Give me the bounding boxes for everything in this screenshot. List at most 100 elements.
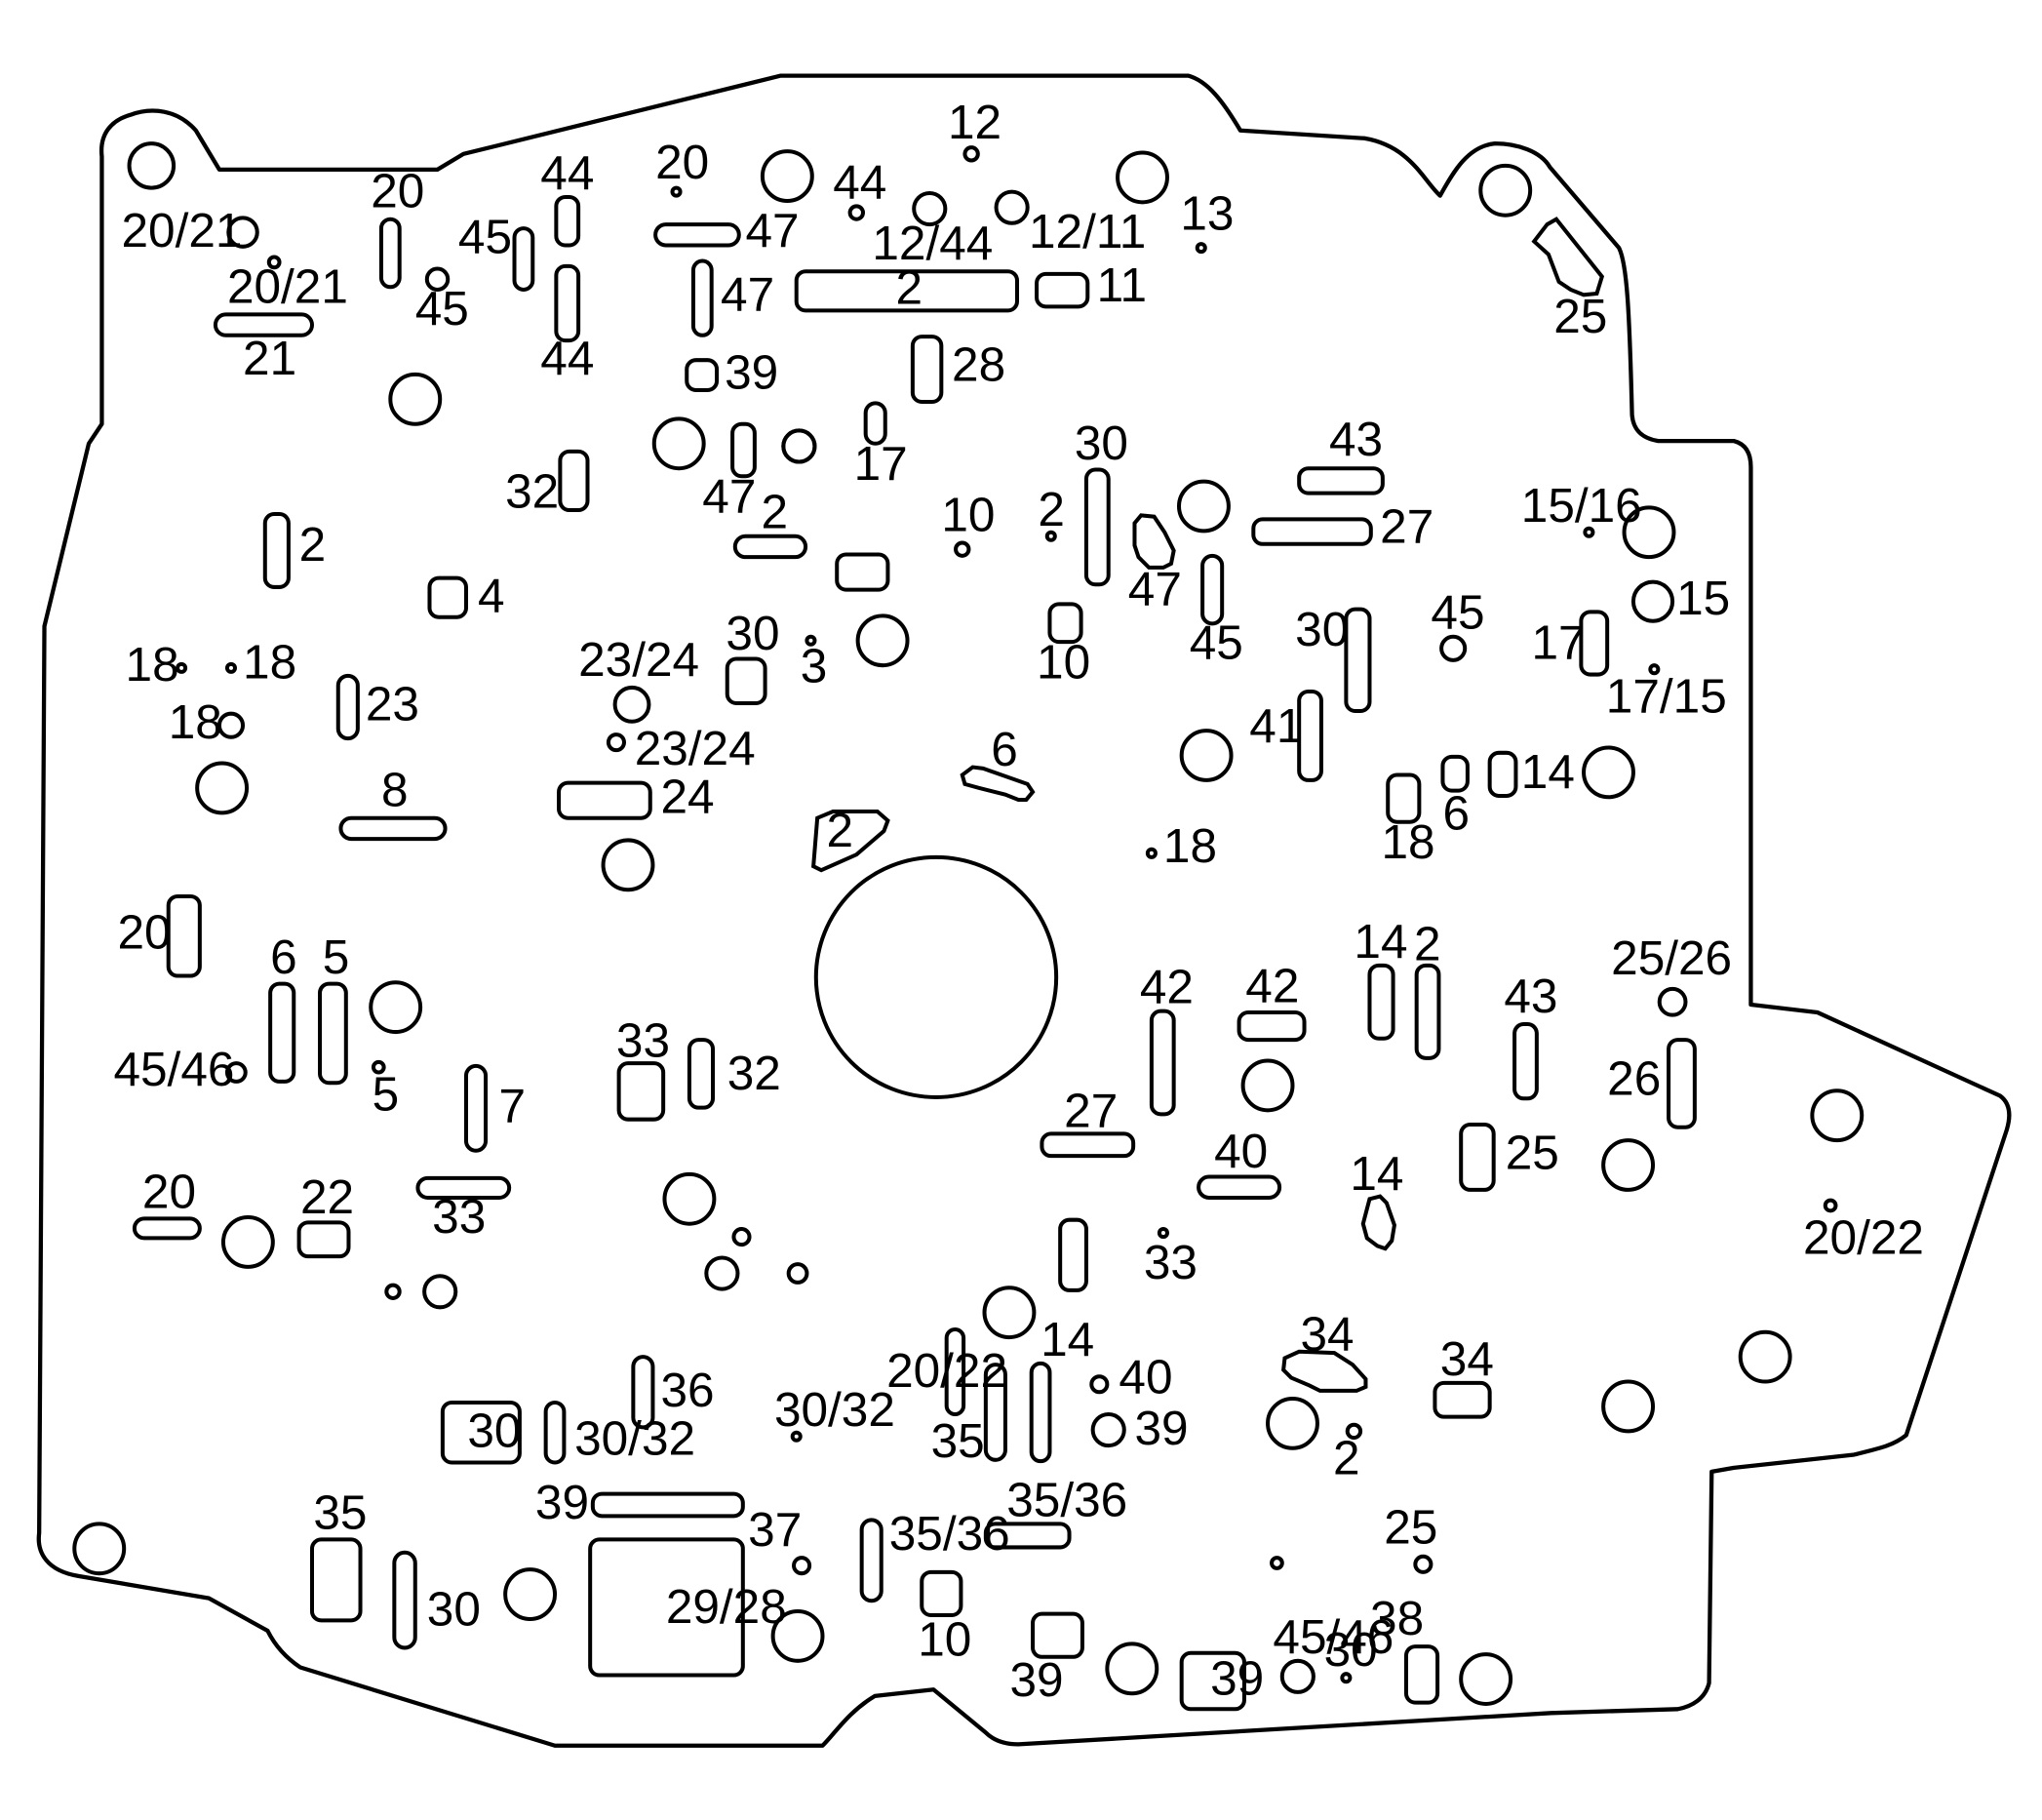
hole (72, 1522, 127, 1576)
callout-label: 18 (1163, 819, 1217, 873)
hole (424, 266, 451, 292)
callout-label: 21 (243, 332, 296, 385)
hole (912, 190, 948, 227)
callout-label: 39 (1010, 1653, 1064, 1707)
hole (224, 1061, 248, 1084)
hole (195, 761, 250, 815)
callout-label: 17 (854, 437, 908, 491)
slot (690, 258, 714, 337)
slot (920, 1569, 963, 1617)
callout-label: 45 (1431, 586, 1484, 640)
hole (371, 1059, 386, 1075)
callout-label: 2 (895, 261, 923, 315)
callout-label: 30 (427, 1583, 481, 1637)
hole (1582, 745, 1635, 800)
slot (983, 1363, 1007, 1462)
hole (994, 189, 1030, 225)
hole (792, 1556, 812, 1576)
slot (983, 1522, 1072, 1550)
callout-label: 10 (918, 1612, 971, 1666)
callout-label: 29/28 (666, 1580, 787, 1634)
port (1281, 1349, 1368, 1393)
hole (651, 416, 706, 471)
slot (335, 673, 360, 741)
callout-label: 36 (660, 1364, 714, 1417)
slot (859, 1518, 884, 1603)
callout-label: 44 (540, 332, 594, 385)
slot (1433, 1380, 1492, 1419)
callout-label: 41 (1249, 699, 1303, 753)
callout-label: 14 (1521, 745, 1575, 799)
slot (653, 222, 741, 248)
hole (1810, 1088, 1865, 1143)
callout-label: 20/22 (1803, 1210, 1924, 1264)
slot (1579, 610, 1610, 677)
slot (1344, 607, 1372, 714)
callout-label: 45 (1190, 616, 1243, 670)
callout-label: 5 (323, 930, 350, 984)
callout-label: 35 (313, 1486, 367, 1540)
slot (1179, 1650, 1246, 1712)
callout-label: 10 (1037, 636, 1090, 690)
slot (687, 1038, 716, 1110)
hole (369, 980, 423, 1035)
callout-label: 7 (498, 1079, 526, 1132)
callout-label: 40 (1214, 1125, 1268, 1178)
slot (1414, 963, 1441, 1060)
callout-label: 37 (748, 1503, 802, 1557)
callout-label: 30 (1324, 1623, 1378, 1677)
slot (863, 401, 887, 446)
slot (1512, 1022, 1539, 1101)
slot (557, 780, 652, 820)
slot (685, 358, 720, 392)
callout-label: 35 (931, 1414, 985, 1468)
hole (1601, 1138, 1656, 1192)
callout-label: 18 (1382, 815, 1435, 869)
hole (384, 1283, 402, 1300)
callout-label: 33 (432, 1190, 486, 1244)
hole (226, 216, 259, 249)
plate-outline (36, 73, 2012, 1748)
slot (132, 1216, 202, 1241)
hole (1089, 1374, 1110, 1395)
callout-label: 12 (948, 96, 1001, 149)
callout-label: 28 (952, 338, 1005, 392)
hole (1270, 1556, 1284, 1570)
callout-label: 27 (1380, 499, 1433, 553)
callout-label: 10 (941, 488, 995, 541)
hole (1657, 986, 1688, 1017)
callout-label: 8 (381, 764, 409, 817)
callout-label: 20/21 (227, 259, 348, 313)
callout-label: 30/32 (574, 1411, 695, 1465)
hole (422, 1274, 458, 1310)
callout-label: 39 (535, 1476, 589, 1529)
port (1132, 513, 1176, 570)
callout-label: 39 (1210, 1652, 1264, 1706)
slot (1047, 602, 1083, 645)
hole (1583, 526, 1595, 538)
hole (266, 255, 282, 270)
hole (1240, 1058, 1295, 1113)
slot (616, 1061, 666, 1122)
callout-label: 43 (1329, 413, 1383, 466)
callout-label: 30/32 (774, 1383, 895, 1437)
slot (554, 194, 581, 248)
slot (1386, 772, 1422, 824)
callout-label: 2 (827, 804, 854, 857)
hole (1090, 1411, 1126, 1448)
callout-label: 2 (1038, 483, 1065, 536)
slot (1197, 1174, 1282, 1200)
callout-label: 23/24 (635, 722, 756, 775)
callout-label: 39 (1134, 1402, 1188, 1455)
callout-label: 5 (373, 1067, 400, 1121)
callout-label: 35/36 (1006, 1473, 1127, 1526)
slot (213, 312, 314, 337)
hole (1439, 634, 1468, 662)
callout-label: 42 (1245, 959, 1299, 1012)
slot (1035, 271, 1090, 309)
slot (1058, 1217, 1088, 1292)
slot (415, 1175, 512, 1200)
hole (954, 540, 971, 558)
callout-label: 27 (1064, 1085, 1118, 1138)
